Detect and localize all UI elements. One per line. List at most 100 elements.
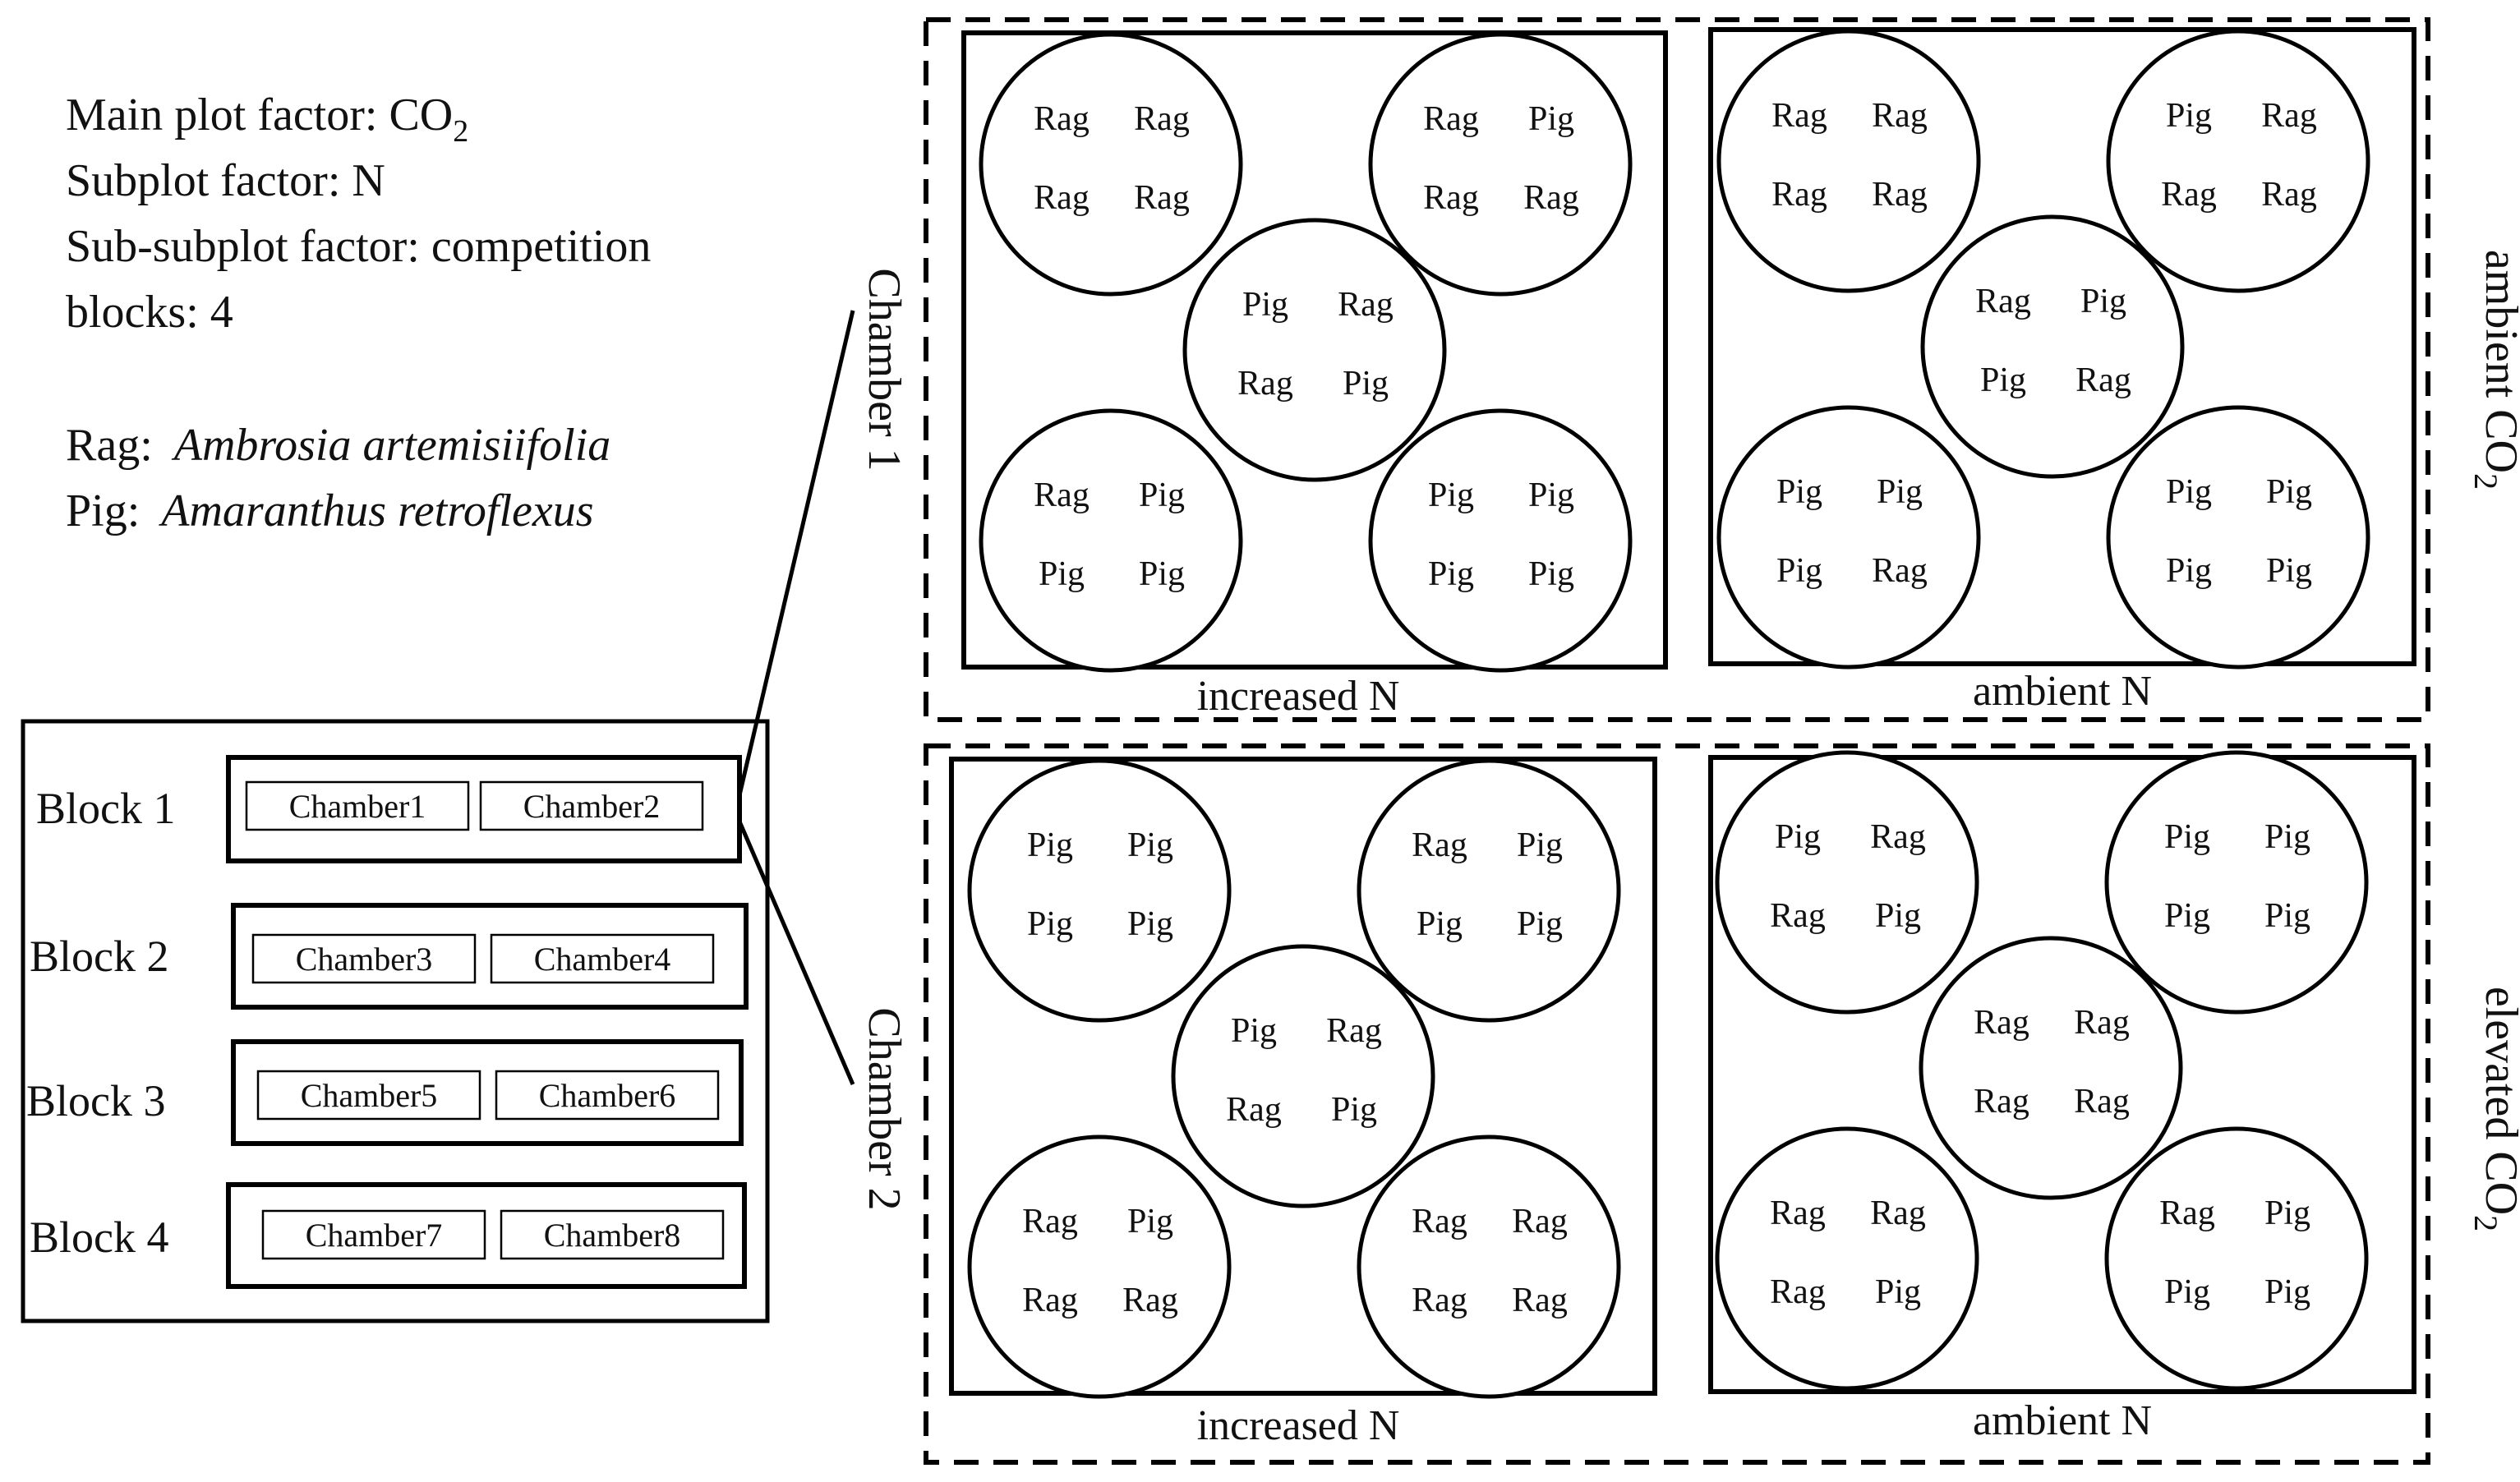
plant-label: Pig <box>1242 286 1288 324</box>
plant-label: Pig <box>1127 905 1173 943</box>
plant-label: Pig <box>1875 897 1921 935</box>
pot-circle <box>1919 936 2183 1200</box>
subplot-n-label: ambient N <box>1973 1397 2152 1444</box>
plant-label: Pig <box>1517 905 1563 943</box>
plant-label: Pig <box>2264 1273 2310 1311</box>
plant-label: Rag <box>1326 1012 1382 1050</box>
chamber1-dashed-border <box>924 17 2430 722</box>
block-panel-border <box>21 719 770 1323</box>
block-row-4: Block 4 Chamber7 Chamber8 <box>30 1182 747 1289</box>
block-row-1: Block 1 Chamber1 Chamber2 <box>36 755 742 863</box>
chamber-box-label: Chamber8 <box>544 1217 681 1254</box>
plant-label: Rag <box>1512 1203 1568 1240</box>
plant-label: Pig <box>1127 826 1173 864</box>
block-label-2: Block 2 <box>30 932 169 981</box>
chamber-box <box>256 1070 481 1121</box>
pot-circle <box>1182 218 1447 482</box>
plant-label: Pig <box>2266 473 2312 511</box>
plant-label: Rag <box>1022 1282 1078 1319</box>
pot-circle <box>2106 405 2370 670</box>
plant-label: Pig <box>2166 97 2212 135</box>
plant-label: Rag <box>1034 179 1090 217</box>
plant-label: Rag <box>1770 1194 1826 1232</box>
plant-label: Pig <box>2266 552 2312 590</box>
connector-line-chamber2 <box>737 821 855 1085</box>
plant-label: Rag <box>1034 476 1090 514</box>
chamber-box-label: Chamber4 <box>534 941 671 978</box>
plant-label: Rag <box>1974 1004 2029 1042</box>
plant-label: Pig <box>2164 818 2210 856</box>
plant-label: Pig <box>1517 826 1563 864</box>
subplot-n-label: increased N <box>1197 1402 1400 1449</box>
plant-label: Pig <box>1428 476 1474 514</box>
plant-label: Rag <box>1974 1083 2029 1121</box>
plant-label: Pig <box>1877 473 1923 511</box>
block-row-2: Block 2 Chamber3 Chamber4 <box>30 903 749 1010</box>
subplot-n-label: increased N <box>1197 673 1400 720</box>
plant-label: Pig <box>1528 476 1574 514</box>
chamber-box-label: Chamber6 <box>539 1077 676 1114</box>
plant-label: Pig <box>1139 555 1185 593</box>
plant-label: Pig <box>1127 1203 1173 1240</box>
plant-label: Rag <box>1226 1091 1282 1129</box>
subplot-box <box>961 30 1668 670</box>
plant-label: Rag <box>1771 97 1827 135</box>
plant-label: Rag <box>1022 1203 1078 1240</box>
chamber2-co2-label: elevated CO2 <box>2467 987 2520 1231</box>
pot-circle <box>967 1135 1232 1399</box>
subplot-box <box>1708 27 2416 666</box>
subplot-n-label: ambient N <box>1973 668 2152 715</box>
pot-circle <box>1357 758 1621 1023</box>
block-box-3 <box>231 1039 744 1146</box>
block-label-1: Block 1 <box>36 784 176 833</box>
plant-label: Rag <box>1423 100 1479 138</box>
plant-label: Pig <box>1027 826 1073 864</box>
chamber-box <box>245 780 470 831</box>
pot-circle <box>1171 944 1435 1208</box>
pot-circle <box>2104 750 2369 1015</box>
connector-line-chamber1 <box>737 310 855 796</box>
chamber-box <box>500 1209 725 1260</box>
plant-label: Pig <box>1027 905 1073 943</box>
chamber1-label: Chamber 1 <box>859 268 910 471</box>
plant-label: Rag <box>1412 1282 1467 1319</box>
plant-label: Pig <box>2264 897 2310 935</box>
plant-label: Pig <box>1039 555 1085 593</box>
plant-label: Pig <box>1528 555 1574 593</box>
subplot-box <box>949 757 1657 1396</box>
plant-label: Rag <box>1872 176 1928 214</box>
legend-rag: Rag: Ambrosia artemisiifolia <box>66 420 610 471</box>
subplot-box <box>1708 755 2416 1394</box>
plant-label: Pig <box>1428 555 1474 593</box>
chamber1-co2-label: ambient CO2 <box>2467 250 2520 490</box>
block-label-4: Block 4 <box>30 1213 169 1262</box>
pot-circle <box>1357 1135 1621 1399</box>
plant-label: Rag <box>1034 100 1090 138</box>
chamber-box-label: Chamber1 <box>289 788 426 825</box>
plant-label: Rag <box>2159 1194 2215 1232</box>
plant-label: Rag <box>1872 552 1928 590</box>
legend-pig: Pig: Amaranthus retroflexus <box>66 486 594 536</box>
plant-label: Pig <box>1231 1012 1277 1050</box>
plant-label: Rag <box>1134 179 1190 217</box>
plant-label: Rag <box>1423 179 1479 217</box>
plant-label: Rag <box>2074 1004 2130 1042</box>
